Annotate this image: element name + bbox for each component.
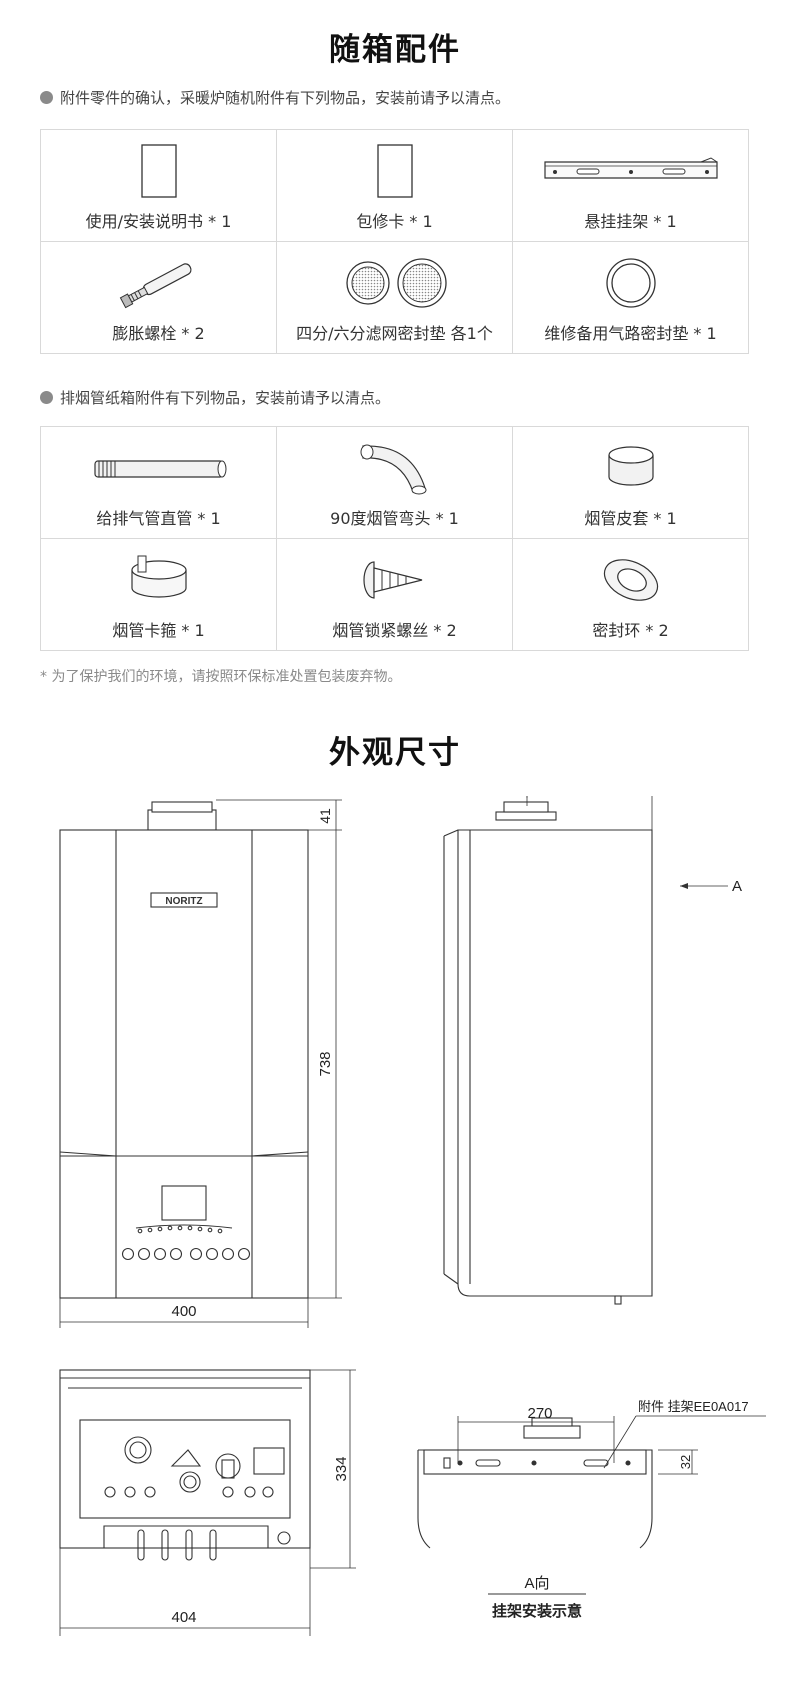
accessory-item: 密封环 * 2 [513, 539, 749, 651]
accessory-label: 维修备用气路密封垫 * 1 [544, 324, 717, 343]
seal-ring-icon [603, 559, 658, 601]
accessory-item: 90度烟管弯头 * 1 [277, 427, 513, 539]
locking-screw-icon [362, 561, 422, 599]
accessory-label: 烟管锁紧螺丝 * 2 [332, 621, 457, 640]
accessory-item: 烟管皮套 * 1 [513, 427, 749, 539]
accessory-label: 给排气管直管 * 1 [96, 509, 221, 528]
warranty-card-icon [376, 144, 413, 198]
dim-front-height: 738 [317, 1051, 334, 1076]
control-button-row [121, 1247, 251, 1261]
accessory-item: 使用/安装说明书 * 1 [41, 130, 277, 242]
accessories-grid-2: 给排气管直管 * 1 90度烟管弯头 * 1 烟管皮套 * 1 烟管卡箍 * 1… [40, 426, 749, 651]
accessory-label: 四分/六分滤网密封垫 各1个 [296, 324, 493, 343]
accessory-item: 烟管锁紧螺丝 * 2 [277, 539, 513, 651]
dim-bottom-width: 404 [171, 1609, 196, 1626]
accessories-title: 随箱配件 [329, 32, 461, 68]
accessory-label: 90度烟管弯头 * 1 [330, 509, 459, 528]
dim-bracket-span: 270 [527, 1405, 552, 1422]
accessory-item: 包修卡 * 1 [277, 130, 513, 242]
bullet-icon [40, 391, 53, 404]
side-view [443, 796, 728, 1305]
straight-flue-pipe-icon [93, 460, 226, 478]
accessories-grid-1: 使用/安装说明书 * 1 包修卡 * 1 悬挂挂架 * 1 膨胀螺栓 * 2 [40, 129, 749, 354]
dim-bracket-height: 32 [678, 1455, 693, 1469]
bracket-view [417, 1415, 766, 1595]
accessory-item: 悬挂挂架 * 1 [513, 130, 749, 242]
bullet-icon [40, 91, 53, 104]
accessory-label: 膨胀螺栓 * 2 [112, 324, 205, 343]
accessory-label: 使用/安装说明书 * 1 [85, 212, 232, 231]
accessory-label: 密封环 * 2 [592, 621, 669, 640]
dimensions-title: 外观尺寸 [329, 735, 461, 771]
hanging-bracket-icon [543, 157, 718, 179]
view-subcaption: 挂架安装示意 [492, 1602, 582, 1620]
bracket-part-label: 附件 挂架EE0A017 [638, 1399, 749, 1414]
manual-icon [140, 144, 177, 198]
elbow-pipe-icon [360, 444, 426, 495]
note-text: 附件零件的确认，采暖炉随机附件有下列物品，安装前请予以清点。 [60, 89, 511, 107]
dim-front-top: 41 [317, 808, 333, 824]
accessories-note-2: 排烟管纸箱附件有下列物品，安装前请予以清点。 [40, 387, 390, 408]
note-text: 排烟管纸箱附件有下列物品，安装前请予以清点。 [60, 389, 391, 407]
accessory-item: 维修备用气路密封垫 * 1 [513, 242, 749, 354]
view-caption: A向 [524, 1575, 549, 1592]
brand-logo: NORITZ [165, 896, 202, 907]
accessory-label: 烟管卡箍 * 1 [112, 621, 205, 640]
accessory-label: 烟管皮套 * 1 [584, 509, 677, 528]
filter-gasket-icon [345, 258, 447, 308]
dim-front-width: 400 [171, 1303, 196, 1320]
accessories-note-1: 附件零件的确认，采暖炉随机附件有下列物品，安装前请予以清点。 [40, 87, 510, 108]
expansion-bolt-icon [119, 263, 192, 309]
accessory-item: 给排气管直管 * 1 [41, 427, 277, 539]
accessory-item: 四分/六分滤网密封垫 各1个 [277, 242, 513, 354]
pipe-sleeve-icon [607, 446, 654, 486]
dim-bottom-depth: 334 [333, 1456, 350, 1481]
pipe-clamp-icon [130, 555, 187, 598]
environment-footnote: * 为了保护我们的环境，请按照环保标准处置包装废弃物。 [40, 669, 402, 685]
accessory-label: 包修卡 * 1 [356, 212, 433, 231]
dimension-drawing: NORITZ 41 738 400 201 A [59, 796, 766, 1636]
view-arrow-label: A [732, 878, 742, 895]
accessory-item: 烟管卡箍 * 1 [41, 539, 277, 651]
accessory-label: 悬挂挂架 * 1 [584, 212, 677, 231]
front-view [59, 799, 342, 1328]
bottom-view [59, 1369, 356, 1636]
status-led-row [137, 1225, 223, 1234]
gas-seal-ring-icon [605, 258, 656, 308]
accessory-item: 膨胀螺栓 * 2 [41, 242, 277, 354]
